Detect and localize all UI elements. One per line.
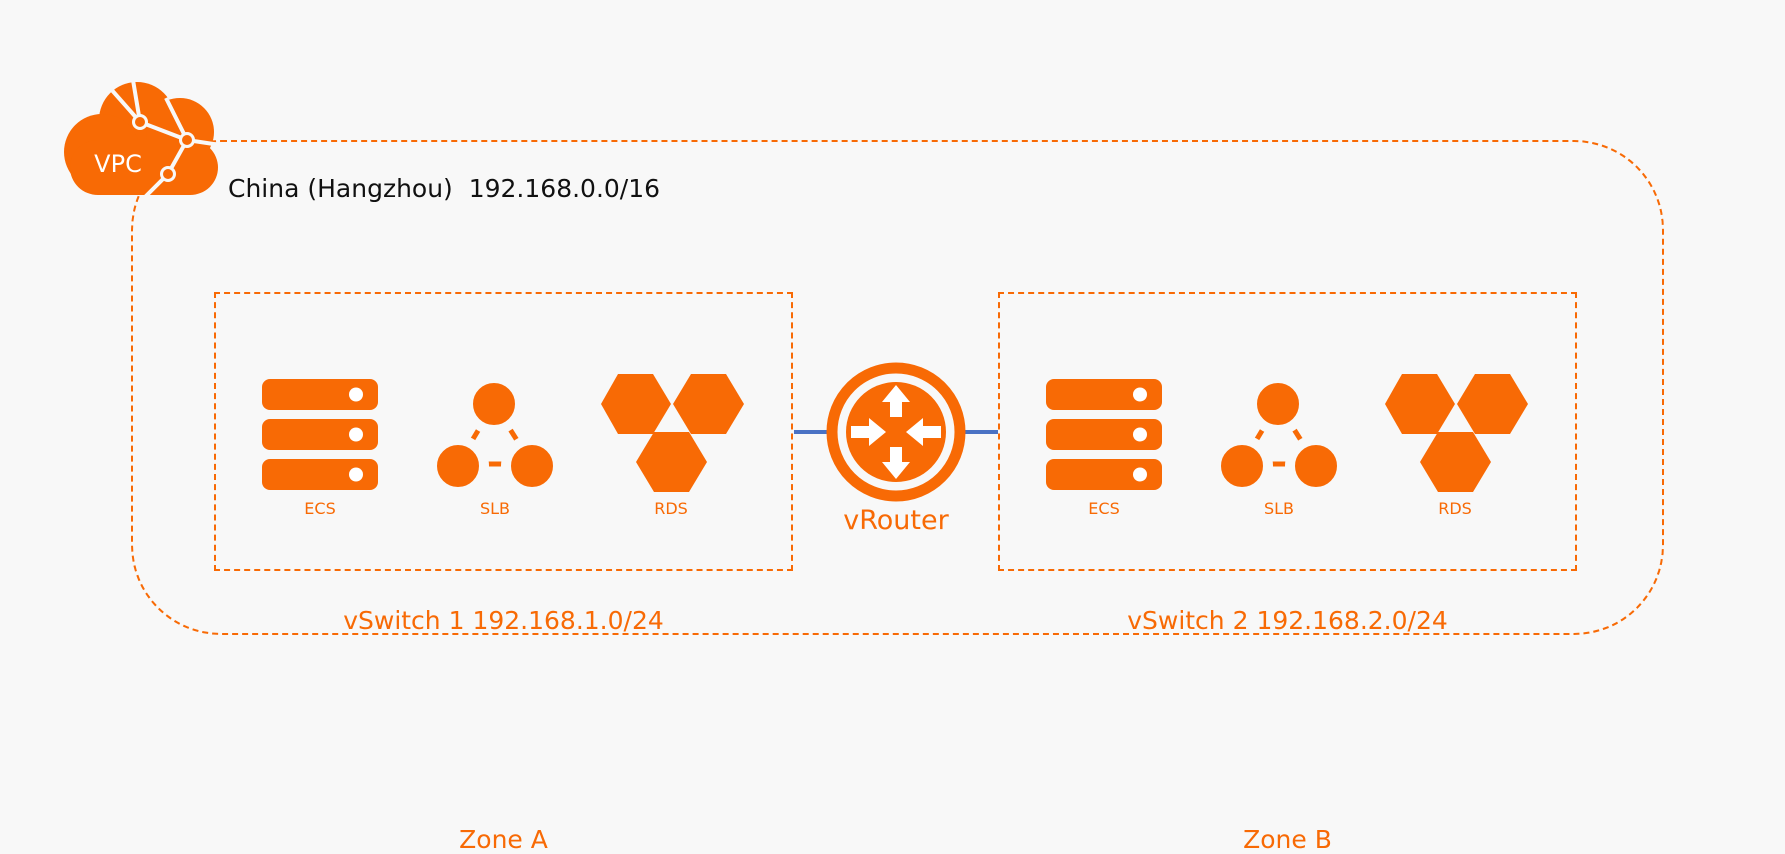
ecs-server-icon: [1046, 379, 1162, 490]
link-router-vswitch2: [964, 430, 998, 434]
slb-icon: [436, 382, 555, 490]
rds-label: RDS: [654, 499, 688, 518]
slb-label: SLB: [479, 499, 511, 518]
vrouter-label: vRouter: [843, 505, 949, 536]
rds-icon: [1385, 374, 1528, 492]
vpc-cloud-icon: VPC: [62, 79, 228, 200]
zone-b-label: Zone B: [1243, 825, 1332, 854]
vpc-cidr: 192.168.0.0/16: [468, 174, 661, 203]
rds-label: RDS: [1438, 499, 1472, 518]
rds-icon: [601, 374, 744, 492]
vpc-region-label: China (Hangzhou) 192.168.0.0/16: [228, 174, 660, 203]
ecs-label: ECS: [1088, 499, 1120, 518]
vswitch-2-title: vSwitch 2 192.168.2.0/24: [1127, 606, 1448, 635]
ecs-server-icon: [262, 379, 378, 490]
slb-icon: [1220, 382, 1339, 490]
vrouter-icon: [826, 362, 966, 502]
vswitch-1-title: vSwitch 1 192.168.1.0/24: [343, 606, 664, 635]
slb-label: SLB: [1263, 499, 1295, 518]
ecs-label: ECS: [304, 499, 336, 518]
zone-a-label: Zone A: [459, 825, 548, 854]
vpc-region: China (Hangzhou): [228, 174, 453, 203]
vpc-badge: VPC: [94, 150, 142, 178]
vpc-boundary: [131, 140, 1664, 635]
link-vswitch1-router: [794, 430, 828, 434]
